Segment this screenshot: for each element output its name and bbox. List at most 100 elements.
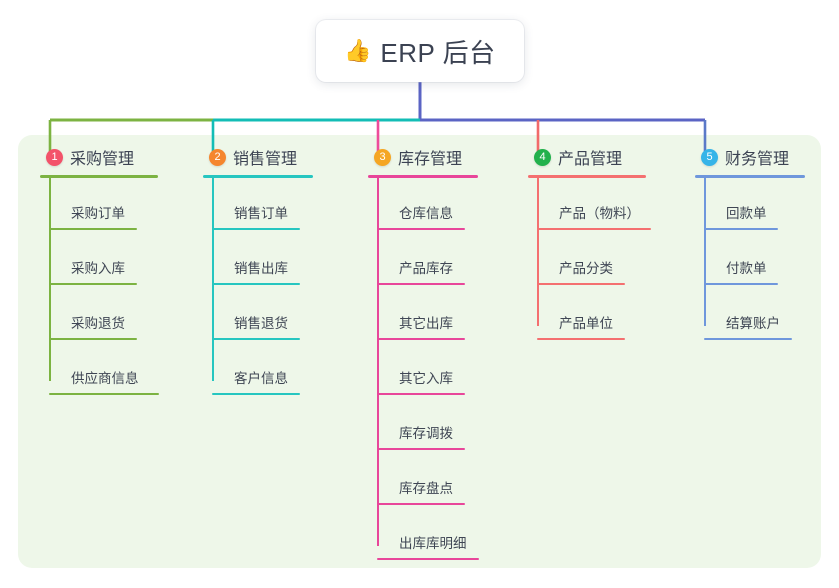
column-rule-1 xyxy=(40,175,158,178)
column-branch-1: 采购订单采购入库采购退货供应商信息 xyxy=(40,178,159,395)
leaf-label: 回款单 xyxy=(726,206,767,221)
leaf-item[interactable]: 销售退货 xyxy=(212,296,306,340)
column-title-4: 产品管理 xyxy=(558,151,623,168)
root-node[interactable]: 👍 ERP 后台 xyxy=(316,20,524,82)
leaf-item[interactable]: 库存盘点 xyxy=(377,461,471,505)
leaf-label: 库存盘点 xyxy=(399,481,453,496)
leaf-rule xyxy=(704,338,792,340)
column-rule-2 xyxy=(203,175,313,178)
leaf-item[interactable]: 结算账户 xyxy=(704,296,798,340)
leaf-item[interactable]: 出库库明细 xyxy=(377,516,485,560)
leaf-label: 结算账户 xyxy=(726,316,780,331)
leaf-label: 其它出库 xyxy=(399,316,453,331)
column-badge-5: 5 xyxy=(701,148,718,166)
leaf-rule xyxy=(537,283,625,285)
leaf-item[interactable]: 其它入库 xyxy=(377,351,471,395)
leaf-item[interactable]: 库存调拨 xyxy=(377,406,471,450)
column-badge-3: 3 xyxy=(374,148,391,166)
column-branch-3: 仓库信息产品库存其它出库其它入库库存调拨库存盘点出库库明细 xyxy=(368,178,479,560)
leaf-rule xyxy=(212,393,300,395)
leaf-label: 付款单 xyxy=(726,261,767,276)
column-2: 2 销售管理销售订单销售出库销售退货客户信息 xyxy=(203,145,313,395)
leaf-label: 产品（物料） xyxy=(559,206,640,221)
leaf-item[interactable]: 产品单位 xyxy=(537,296,631,340)
leaf-item[interactable]: 采购订单 xyxy=(49,186,143,230)
leaf-label: 其它入库 xyxy=(399,371,453,386)
leaf-label: 采购订单 xyxy=(71,206,125,221)
leaf-rule xyxy=(377,338,465,340)
column-stem-3 xyxy=(377,178,379,546)
leaf-item[interactable]: 销售出库 xyxy=(212,241,306,285)
column-title-1: 采购管理 xyxy=(70,151,135,168)
leaf-label: 采购入库 xyxy=(71,261,125,276)
leaf-item[interactable]: 仓库信息 xyxy=(377,186,471,230)
column-header-5[interactable]: 5 财务管理 xyxy=(695,145,805,169)
leaf-rule xyxy=(49,228,137,230)
leaf-item[interactable]: 回款单 xyxy=(704,186,784,230)
leaf-item[interactable]: 采购入库 xyxy=(49,241,143,285)
leaf-item[interactable]: 其它出库 xyxy=(377,296,471,340)
leaf-item[interactable]: 产品分类 xyxy=(537,241,631,285)
leaf-rule xyxy=(49,283,137,285)
diagram-panel xyxy=(18,135,821,568)
column-header-2[interactable]: 2 销售管理 xyxy=(203,145,313,169)
column-stem-5 xyxy=(704,178,706,326)
leaf-item[interactable]: 销售订单 xyxy=(212,186,306,230)
column-stem-4 xyxy=(537,178,539,326)
column-header-1[interactable]: 1 采购管理 xyxy=(40,145,158,169)
leaf-item[interactable]: 付款单 xyxy=(704,241,784,285)
root-node-content: 👍 ERP 后台 xyxy=(344,33,495,70)
thumbs-up-icon: 👍 xyxy=(344,38,372,63)
leaf-label: 仓库信息 xyxy=(399,206,453,221)
column-badge-1: 1 xyxy=(46,148,63,166)
leaf-item[interactable]: 客户信息 xyxy=(212,351,306,395)
column-rule-3 xyxy=(368,175,478,178)
leaf-item[interactable]: 供应商信息 xyxy=(49,351,165,395)
column-title-2: 销售管理 xyxy=(233,151,298,168)
leaf-item[interactable]: 采购退货 xyxy=(49,296,143,340)
leaf-label: 出库库明细 xyxy=(399,536,467,551)
leaf-label: 产品单位 xyxy=(559,316,613,331)
column-1: 1 采购管理采购订单采购入库采购退货供应商信息 xyxy=(40,145,159,395)
column-header-4[interactable]: 4 产品管理 xyxy=(528,145,646,169)
leaf-rule xyxy=(704,283,778,285)
column-rule-5 xyxy=(695,175,805,178)
leaf-rule xyxy=(377,283,465,285)
leaf-rule xyxy=(377,448,465,450)
column-header-3[interactable]: 3 库存管理 xyxy=(368,145,478,169)
leaf-rule xyxy=(537,338,625,340)
leaf-item[interactable]: 产品库存 xyxy=(377,241,471,285)
leaf-label: 产品分类 xyxy=(559,261,613,276)
leaf-rule xyxy=(377,393,465,395)
column-badge-2: 2 xyxy=(209,148,226,166)
leaf-label: 采购退货 xyxy=(71,316,125,331)
leaf-rule xyxy=(704,228,778,230)
leaf-label: 供应商信息 xyxy=(71,371,139,386)
column-4: 4 产品管理产品（物料） 产品分类产品单位 xyxy=(528,145,651,340)
leaf-label: 库存调拨 xyxy=(399,426,453,441)
leaf-label: 销售出库 xyxy=(234,261,288,276)
leaf-rule xyxy=(537,228,651,230)
column-branch-5: 回款单付款单结算账户 xyxy=(695,178,805,340)
leaf-rule xyxy=(377,503,465,505)
column-3: 3 库存管理仓库信息产品库存其它出库其它入库库存调拨库存盘点出库库明细 xyxy=(368,145,479,560)
column-stem-1 xyxy=(49,178,51,381)
leaf-rule xyxy=(49,393,159,395)
column-branch-4: 产品（物料） 产品分类产品单位 xyxy=(528,178,651,340)
column-title-5: 财务管理 xyxy=(725,151,790,168)
column-branch-2: 销售订单销售出库销售退货客户信息 xyxy=(203,178,313,395)
leaf-rule xyxy=(212,283,300,285)
column-rule-4 xyxy=(528,175,646,178)
column-badge-4: 4 xyxy=(534,148,551,166)
leaf-label: 销售订单 xyxy=(234,206,288,221)
leaf-item[interactable]: 产品（物料） xyxy=(537,186,657,230)
leaf-label: 客户信息 xyxy=(234,371,288,386)
column-title-3: 库存管理 xyxy=(398,151,463,168)
column-stem-2 xyxy=(212,178,214,381)
column-5: 5 财务管理回款单付款单结算账户 xyxy=(695,145,805,340)
leaf-label: 销售退货 xyxy=(234,316,288,331)
leaf-label: 产品库存 xyxy=(399,261,453,276)
leaf-rule xyxy=(212,338,300,340)
leaf-rule xyxy=(377,228,465,230)
